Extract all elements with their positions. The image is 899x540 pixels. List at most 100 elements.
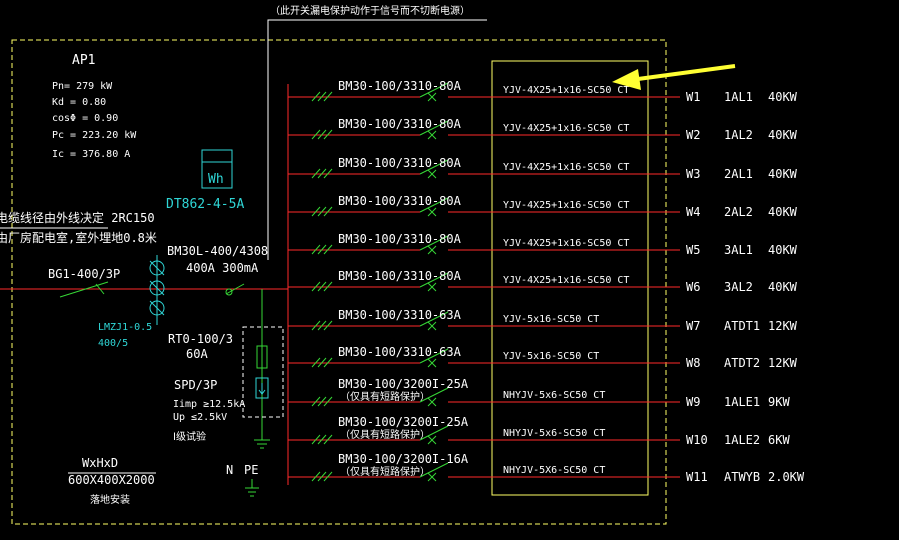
cabinet-size-label: WxHxD bbox=[82, 456, 118, 470]
phase-mark bbox=[317, 91, 327, 102]
breaker-cross-icon bbox=[427, 130, 437, 140]
breaker-cross-icon bbox=[427, 245, 437, 255]
load-power: 6KW bbox=[768, 433, 790, 447]
phase-mark bbox=[317, 471, 327, 482]
load-name: ATDT2 bbox=[724, 356, 760, 370]
phase-mark bbox=[323, 357, 333, 368]
breaker-model: BM30-100/3200I-25A bbox=[338, 377, 469, 391]
circuit-id: W11 bbox=[686, 470, 708, 484]
load-name: ATWYB bbox=[724, 470, 760, 484]
load-name: 1ALE1 bbox=[724, 395, 760, 409]
phase-mark bbox=[323, 396, 333, 407]
fuse-model: RT0-100/3 bbox=[168, 332, 233, 346]
breaker-note: （仅具有短路保护） bbox=[340, 390, 430, 403]
phase-mark bbox=[311, 129, 321, 140]
breaker-cross-icon bbox=[427, 169, 437, 179]
ground-icon bbox=[254, 439, 270, 449]
cable-spec: YJV-4X25+1x16-SC50 CT bbox=[503, 200, 629, 211]
phase-mark bbox=[323, 434, 333, 445]
spd-up: Up ≤2.5kV bbox=[173, 412, 227, 423]
phase-mark bbox=[323, 168, 333, 179]
cable-spec: NHYJV-5x6-SC50 CT bbox=[503, 428, 605, 439]
phase-mark bbox=[323, 206, 333, 217]
cable-spec: NHYJV-5x6-SC50 CT bbox=[503, 390, 605, 401]
highlight-arrow-icon bbox=[612, 64, 736, 90]
breaker-contact-icon bbox=[419, 159, 449, 175]
breaker-cross-icon bbox=[427, 282, 437, 292]
breaker-cross-icon bbox=[427, 321, 437, 331]
breaker-contact-icon bbox=[419, 82, 449, 98]
phase-mark bbox=[317, 396, 327, 407]
breaker-model: BM30-100/3310-80A bbox=[338, 269, 462, 283]
phase-mark bbox=[323, 320, 333, 331]
phase-mark bbox=[323, 244, 333, 255]
breaker-model: BM30-100/3310-80A bbox=[338, 117, 462, 131]
circuit-id: W9 bbox=[686, 395, 700, 409]
load-power: 9KW bbox=[768, 395, 790, 409]
circuit-id: W1 bbox=[686, 90, 700, 104]
breaker-cross-icon bbox=[427, 207, 437, 217]
phase-mark bbox=[323, 471, 333, 482]
phase-mark bbox=[317, 320, 327, 331]
cabinet-size-value: 600X400X2000 bbox=[68, 473, 155, 487]
incoming-cable-1: 电缆线径由外线决定 2RC150 bbox=[0, 210, 155, 225]
phase-mark bbox=[323, 129, 333, 140]
load-name: 1AL2 bbox=[724, 128, 753, 142]
phase-mark bbox=[311, 357, 321, 368]
meter-label: Wh bbox=[208, 172, 224, 187]
phase-mark bbox=[317, 244, 327, 255]
cable-spec: YJV-4X25+1x16-SC50 CT bbox=[503, 85, 629, 96]
breaker-contact-icon bbox=[419, 120, 449, 136]
phase-mark bbox=[311, 168, 321, 179]
spd-model: SPD/3P bbox=[174, 378, 217, 392]
breaker-model: BM30-100/3200I-25A bbox=[338, 415, 469, 429]
breaker-model: BM30-100/3310-80A bbox=[338, 232, 462, 246]
phase-mark bbox=[311, 244, 321, 255]
breaker-contact-icon bbox=[419, 348, 449, 364]
param-ic: Ic = 376.80 A bbox=[52, 149, 130, 160]
phase-mark bbox=[311, 320, 321, 331]
main-breaker-model: BM30L-400/4308 bbox=[167, 244, 268, 258]
breaker-model: BM30-100/3310-80A bbox=[338, 194, 462, 208]
load-power: 40KW bbox=[768, 205, 798, 219]
phase-mark bbox=[317, 206, 327, 217]
circuit-id: W8 bbox=[686, 356, 700, 370]
cable-spec: YJV-5x16-SC50 CT bbox=[503, 314, 599, 325]
current-transformer-icon bbox=[149, 255, 165, 325]
phase-mark bbox=[311, 471, 321, 482]
spd-iimp: Iimp ≥12.5kA bbox=[173, 399, 245, 410]
load-name: 1ALE2 bbox=[724, 433, 760, 447]
load-name: 1AL1 bbox=[724, 90, 753, 104]
phase-mark bbox=[311, 91, 321, 102]
circuit-id: W7 bbox=[686, 319, 700, 333]
isolator-label: BG1-400/3P bbox=[48, 267, 120, 281]
circuit-id: W6 bbox=[686, 280, 700, 294]
load-power: 40KW bbox=[768, 90, 798, 104]
load-name: 2AL2 bbox=[724, 205, 753, 219]
param-kd: Kd = 0.80 bbox=[52, 97, 106, 108]
breaker-contact-icon bbox=[419, 197, 449, 213]
load-name: 3AL2 bbox=[724, 280, 753, 294]
spd-icon bbox=[255, 377, 269, 399]
load-power: 12KW bbox=[768, 356, 798, 370]
phase-mark bbox=[323, 91, 333, 102]
circuit-id: W4 bbox=[686, 205, 700, 219]
breaker-contact-icon bbox=[419, 387, 449, 403]
phase-mark bbox=[311, 206, 321, 217]
phase-mark bbox=[311, 434, 321, 445]
load-name: 2AL1 bbox=[724, 167, 753, 181]
breaker-model: BM30-100/3310-80A bbox=[338, 156, 462, 170]
meter-model: DT862-4-5A bbox=[166, 197, 244, 212]
breaker-contact-icon bbox=[419, 235, 449, 251]
breaker-cross-icon bbox=[427, 92, 437, 102]
load-name: 3AL1 bbox=[724, 243, 753, 257]
load-power: 2.0KW bbox=[768, 470, 805, 484]
breaker-model: BM30-100/3310-63A bbox=[338, 345, 462, 359]
breaker-contact-icon bbox=[419, 311, 449, 327]
isolator-switch-icon bbox=[59, 281, 109, 298]
breaker-model: BM30-100/3310-63A bbox=[338, 308, 462, 322]
circuit-id: W5 bbox=[686, 243, 700, 257]
pe-ground-icon bbox=[245, 487, 259, 497]
phase-mark bbox=[317, 434, 327, 445]
